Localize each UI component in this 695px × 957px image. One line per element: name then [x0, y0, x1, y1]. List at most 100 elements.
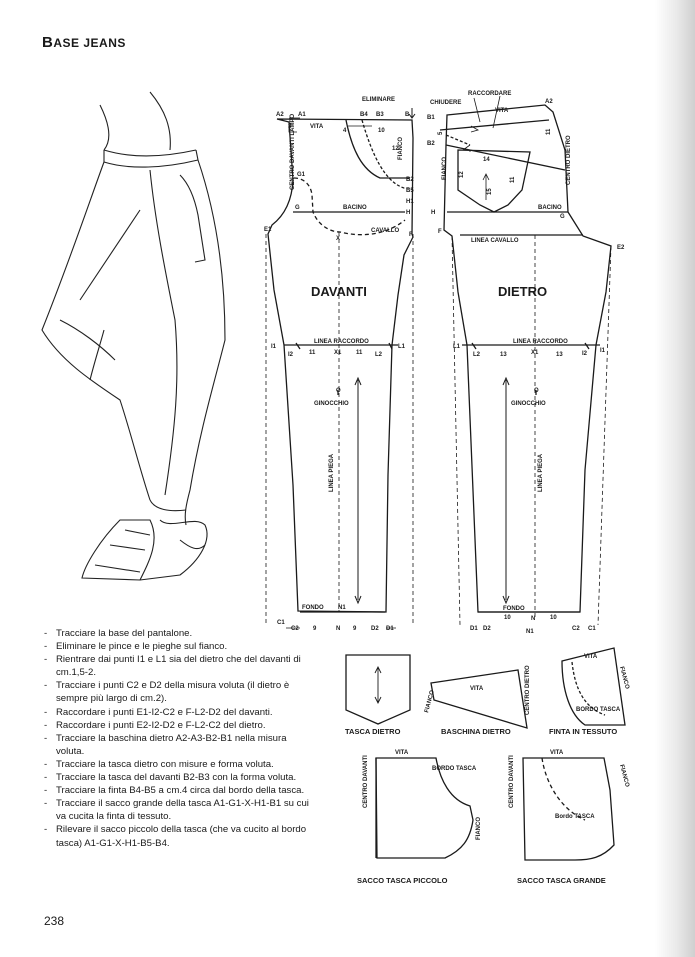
label-3: 3 [288, 124, 292, 130]
label-finta-bordo: BORDO TASCA [576, 707, 621, 713]
label-5: 5 [438, 131, 444, 135]
label-vita: VITA [310, 124, 324, 130]
label-h1: H1 [406, 199, 414, 205]
label-10: 10 [378, 128, 385, 134]
label-c1: C1 [588, 626, 596, 632]
label-grande-vita: VITA [550, 750, 564, 756]
label-b4: B4 [360, 112, 368, 118]
title-rest: ASE JEANS [53, 36, 126, 50]
label-i2: I2 [582, 351, 588, 357]
label-grande-bordo: Bordo TASCA [555, 814, 595, 820]
instructions-list: Tracciare la base del pantalone. Elimina… [44, 627, 314, 850]
label-d1: D1 [386, 626, 394, 632]
label-fondo: FONDO [302, 605, 324, 611]
label-piccolo-fianco: FIANCO [476, 817, 482, 840]
label-e1: E1 [264, 227, 272, 233]
label-fianco: FIANCO [398, 137, 404, 160]
label-b2: B2 [406, 177, 414, 183]
label-ginocchio: GINOCCHIO [314, 401, 349, 407]
label-n1: N1 [338, 605, 346, 611]
label-b2: B2 [427, 141, 435, 147]
label-l2: L2 [375, 352, 383, 358]
page-edge-shadow [655, 0, 695, 957]
label-c1: C1 [277, 620, 285, 626]
label-finta-vita: VITA [584, 654, 598, 660]
piece-labels: TASCA DIETRO BASCHINA DIETRO FINTA IN TE… [345, 654, 630, 885]
label-vita: VITA [495, 108, 509, 114]
jeans-illustration [41, 91, 226, 581]
label-l2: L2 [473, 352, 481, 358]
label-a2: A2 [276, 112, 284, 118]
label-grande-centro: CENTRO DAVANTI [509, 755, 515, 808]
label-b: B [405, 112, 410, 118]
caption-tasca-dietro: TASCA DIETRO [345, 727, 401, 736]
label-grande-fianco: FIANCO [618, 764, 630, 788]
label-9b: 9 [353, 626, 357, 632]
instruction-item: Tracciare la tasca dietro con misure e f… [44, 758, 314, 771]
label-fianco: FIANCO [442, 157, 448, 180]
instruction-item: Eliminare le pince e le pieghe sul fianc… [44, 640, 314, 653]
instruction-item: Tracciare la base del pantalone. [44, 627, 314, 640]
instruction-item: Tracciare la finta B4-B5 a cm.4 circa da… [44, 784, 314, 797]
pocket-pieces [345, 647, 626, 861]
panel-title-davanti: DAVANTI [311, 284, 367, 299]
title-initial: B [42, 34, 54, 51]
front-labels: ELIMINARE A2 A1 B4 B3 B VITA 3 4 10 CENT… [264, 97, 414, 632]
label-n1: N1 [526, 629, 534, 635]
caption-sacco-piccolo: SACCO TASCA PICCOLO [357, 876, 448, 885]
label-n: N [336, 626, 340, 632]
label-h: H [406, 210, 410, 216]
label-piccolo-vita: VITA [395, 750, 409, 756]
label-x1: X1 [334, 350, 342, 356]
label-piccolo-bordo: BORDO TASCA [432, 766, 477, 772]
label-12: 12 [392, 146, 399, 152]
label-g: G [295, 205, 300, 211]
label-b3: B3 [376, 112, 384, 118]
label-linea-piega: LINEA PIEGA [538, 453, 544, 492]
label-centro-dietro: CENTRO DIETRO [566, 135, 572, 185]
label-b1: B1 [427, 115, 435, 121]
label-linea-cavallo: LINEA CAVALLO [471, 238, 519, 244]
label-11b: 11 [510, 176, 516, 183]
label-n: N [531, 616, 535, 622]
label-b5: B5 [406, 188, 414, 194]
label-finta-fianco: FIANCO [618, 666, 630, 690]
instruction-item: Raccordare i punti E1-I2-C2 e F-L2-D2 de… [44, 706, 314, 719]
label-x1: X1 [531, 350, 539, 356]
label-i1: I1 [600, 348, 606, 354]
label-i1: I1 [271, 344, 277, 350]
label-cavallo: CAVALLO [371, 228, 399, 234]
label-o: O [336, 388, 341, 394]
label-9a: 9 [313, 626, 317, 632]
instruction-item: Rilevare il sacco piccolo della tasca (c… [44, 823, 314, 849]
label-o: O [534, 388, 539, 394]
label-linea-piega: LINEA PIEGA [329, 453, 335, 492]
label-l1: L1 [398, 344, 406, 350]
label-ginocchio: GINOCCHIO [511, 401, 546, 407]
instruction-item: Tracciare la tasca del davanti B2-B3 con… [44, 771, 314, 784]
label-10b: 10 [550, 615, 557, 621]
label-f: F [409, 232, 413, 238]
label-raccordare: RACCORDARE [468, 91, 511, 97]
label-a1: A1 [298, 112, 306, 118]
label-chiudere: CHIUDERE [430, 100, 461, 106]
label-i2: I2 [288, 352, 294, 358]
label-bacino: BACINO [343, 205, 367, 211]
panel-title-dietro: DIETRO [498, 284, 547, 299]
instruction-item: Tracciare i punti C2 e D2 della misura v… [44, 679, 314, 705]
label-f: F [438, 229, 442, 235]
label-11b: 11 [356, 350, 363, 356]
label-linea-raccordo: LINEA RACCORDO [314, 339, 369, 345]
label-13a: 13 [500, 352, 507, 358]
label-10a: 10 [504, 615, 511, 621]
label-11: 11 [546, 128, 552, 135]
label-c2: C2 [572, 626, 580, 632]
front-pattern [265, 108, 416, 629]
label-g1: G1 [297, 172, 306, 178]
label-e2: E2 [617, 245, 625, 251]
label-baschina-vita: VITA [470, 686, 484, 692]
label-d1: D1 [470, 626, 478, 632]
label-14: 14 [483, 157, 490, 163]
label-4: 4 [343, 128, 347, 134]
